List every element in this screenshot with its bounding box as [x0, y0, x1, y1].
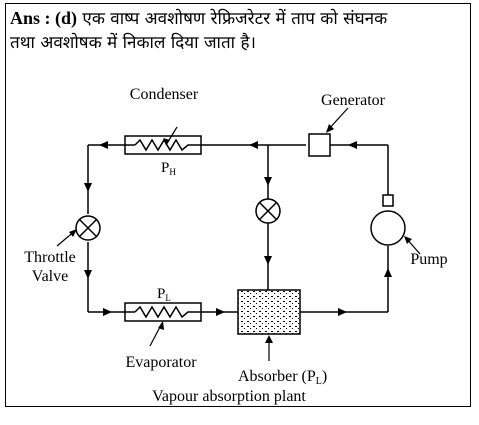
evaporator-label: Evaporator: [125, 354, 197, 371]
diagram-caption: Vapour absorption plant: [152, 388, 306, 405]
answer-line2: तथा अवशोषक में निकाल दिया जाता है।: [10, 33, 256, 53]
throttle-label-line1: Throttle: [24, 249, 76, 266]
condenser-label: Condenser: [130, 86, 199, 103]
condenser: [124, 126, 202, 155]
pump-label: Pump: [410, 251, 447, 268]
throttle-label-line2: Valve: [32, 268, 68, 285]
answer-line1: एक वाष्प अवशोषण रेफ्रिजरेटर में ताप को स…: [82, 9, 388, 29]
answer-lead: Ans : (d): [10, 8, 78, 28]
absorber: [237, 289, 301, 361]
pump: [370, 194, 421, 255]
piping: [87, 144, 389, 313]
throttle-valve: [56, 215, 101, 247]
generator-label: Generator: [321, 92, 386, 109]
answer-text: Ans : (d) एक वाष्प अवशोषण रेफ्रिजरेटर मे…: [10, 6, 468, 55]
middle-valve: [255, 198, 281, 224]
p-l-label: PL: [157, 286, 171, 303]
absorber-label: Absorber (PL): [238, 368, 327, 387]
generator: [308, 107, 349, 157]
evaporator: [124, 302, 202, 347]
p-h-label: PH: [161, 160, 176, 177]
flow-arrows: [84, 141, 392, 316]
